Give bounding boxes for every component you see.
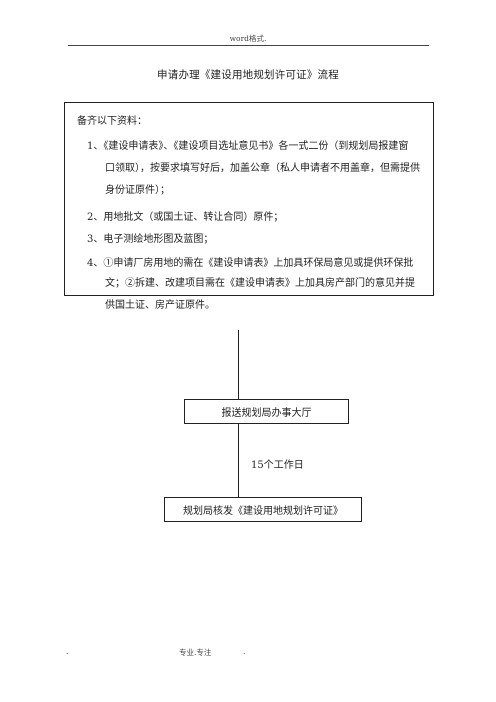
flow-step-issue: 规划局核发《建设用地规划许可证》 [164,497,362,522]
requirement-line: 2、用地批文（或国土证、转让合同）原件； [87,212,284,223]
footer-right-mark: . [243,647,246,656]
flow-step-submit: 报送规划局办事大厅 [184,399,349,424]
flow-connector [238,424,239,497]
footer-text: 专业.专注 [179,648,212,657]
requirement-line: 口领取），按要求填写好后，加盖公章（私人申请者不用盖章，但需提供 [105,163,420,174]
requirement-line: 文；②拆建、改建项目需在《建设申请表》上加具房产部门的意见并提 [105,278,415,289]
flow-step-issue-label: 规划局核发《建设用地规划许可证》 [183,506,343,517]
page-header: word格式. [229,34,267,43]
flow-connector [238,330,239,399]
requirement-line: 4、①申请厂房用地的需在《建设申请表》上加具环保局意见或提供环保批 [87,258,414,269]
flow-duration-label: 15个工作日 [251,460,304,471]
flow-step-submit-label: 报送规划局办事大厅 [221,408,312,419]
requirement-line: 供国土证、房产证原件。 [105,300,215,311]
requirements-intro: 备齐以下资料： [77,116,147,127]
footer-left-mark: . [66,647,69,656]
document-title: 申请办理《建设用地规划许可证》流程 [157,69,339,81]
requirement-line: 身份证原件）； [105,185,170,196]
requirements-box: 备齐以下资料： 1、《建设申请表》、《建设项目选址意见书》各一式二份（到规划局报… [64,102,434,311]
requirement-line: 1、《建设申请表》、《建设项目选址意见书》各一式二份（到规划局报建窗 [87,141,409,152]
requirement-line: 3、电子测绘地形图及蓝图； [87,234,214,245]
header-rule [68,45,429,46]
